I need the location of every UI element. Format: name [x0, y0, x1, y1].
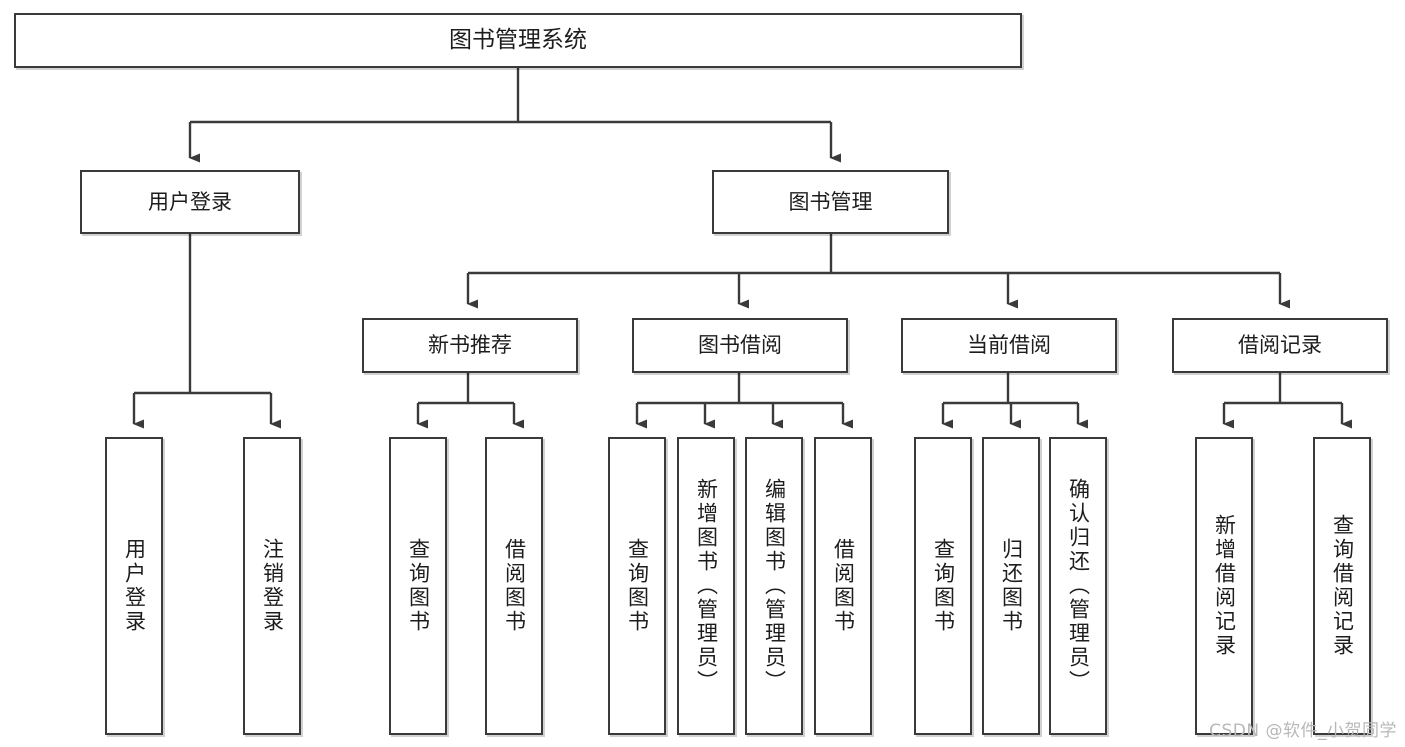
node-leaf-confirm-return-label: 确认归还（管理员） — [1066, 478, 1091, 694]
node-leaf-user-login-label: 用户登录 — [122, 538, 147, 634]
node-leaf-query-book-b[interactable]: 查询图书 — [608, 437, 666, 735]
node-book-management-label: 图书管理 — [788, 189, 873, 214]
node-leaf-add-book-label: 新增图书（管理员） — [694, 478, 719, 694]
node-leaf-logout[interactable]: 注销登录 — [243, 437, 301, 735]
node-borrow-record[interactable]: 借阅记录 — [1172, 318, 1388, 373]
node-leaf-user-login[interactable]: 用户登录 — [105, 437, 163, 735]
node-leaf-edit-book-label: 编辑图书（管理员） — [762, 478, 787, 694]
node-current-borrow-label: 当前借阅 — [967, 333, 1051, 358]
node-leaf-query-record[interactable]: 查询借阅记录 — [1313, 437, 1371, 735]
node-leaf-add-record[interactable]: 新增借阅记录 — [1195, 437, 1253, 735]
node-leaf-query-book-a-label: 查询图书 — [406, 538, 431, 634]
node-current-borrow[interactable]: 当前借阅 — [901, 318, 1117, 373]
node-leaf-confirm-return[interactable]: 确认归还（管理员） — [1049, 437, 1107, 735]
node-leaf-query-book-c-label: 查询图书 — [931, 538, 956, 634]
node-leaf-borrow-book-a-label: 借阅图书 — [502, 538, 527, 634]
node-leaf-query-record-label: 查询借阅记录 — [1330, 514, 1355, 658]
node-user-login-label: 用户登录 — [148, 189, 232, 214]
node-root-label: 图书管理系统 — [449, 27, 587, 54]
node-leaf-borrow-book-a[interactable]: 借阅图书 — [485, 437, 543, 735]
node-new-book-recommend[interactable]: 新书推荐 — [362, 318, 578, 373]
node-borrow-record-label: 借阅记录 — [1238, 333, 1322, 358]
node-leaf-add-record-label: 新增借阅记录 — [1212, 514, 1237, 658]
node-leaf-borrow-book-b[interactable]: 借阅图书 — [814, 437, 872, 735]
node-new-book-recommend-label: 新书推荐 — [428, 333, 512, 358]
node-book-borrow-label: 图书借阅 — [698, 333, 782, 358]
node-user-login[interactable]: 用户登录 — [80, 170, 300, 234]
node-leaf-return-book-label: 归还图书 — [999, 538, 1024, 634]
node-leaf-query-book-b-label: 查询图书 — [625, 538, 650, 634]
csdn-watermark: CSDN @软件_小贺同学 — [1209, 721, 1397, 741]
node-root[interactable]: 图书管理系统 — [14, 13, 1022, 68]
node-leaf-edit-book[interactable]: 编辑图书（管理员） — [745, 437, 803, 735]
node-leaf-return-book[interactable]: 归还图书 — [982, 437, 1040, 735]
node-leaf-query-book-a[interactable]: 查询图书 — [389, 437, 447, 735]
node-leaf-logout-label: 注销登录 — [260, 538, 285, 634]
node-leaf-borrow-book-b-label: 借阅图书 — [831, 538, 856, 634]
node-book-borrow[interactable]: 图书借阅 — [632, 318, 848, 373]
node-leaf-add-book[interactable]: 新增图书（管理员） — [677, 437, 735, 735]
node-leaf-query-book-c[interactable]: 查询图书 — [914, 437, 972, 735]
node-book-management[interactable]: 图书管理 — [712, 170, 949, 234]
